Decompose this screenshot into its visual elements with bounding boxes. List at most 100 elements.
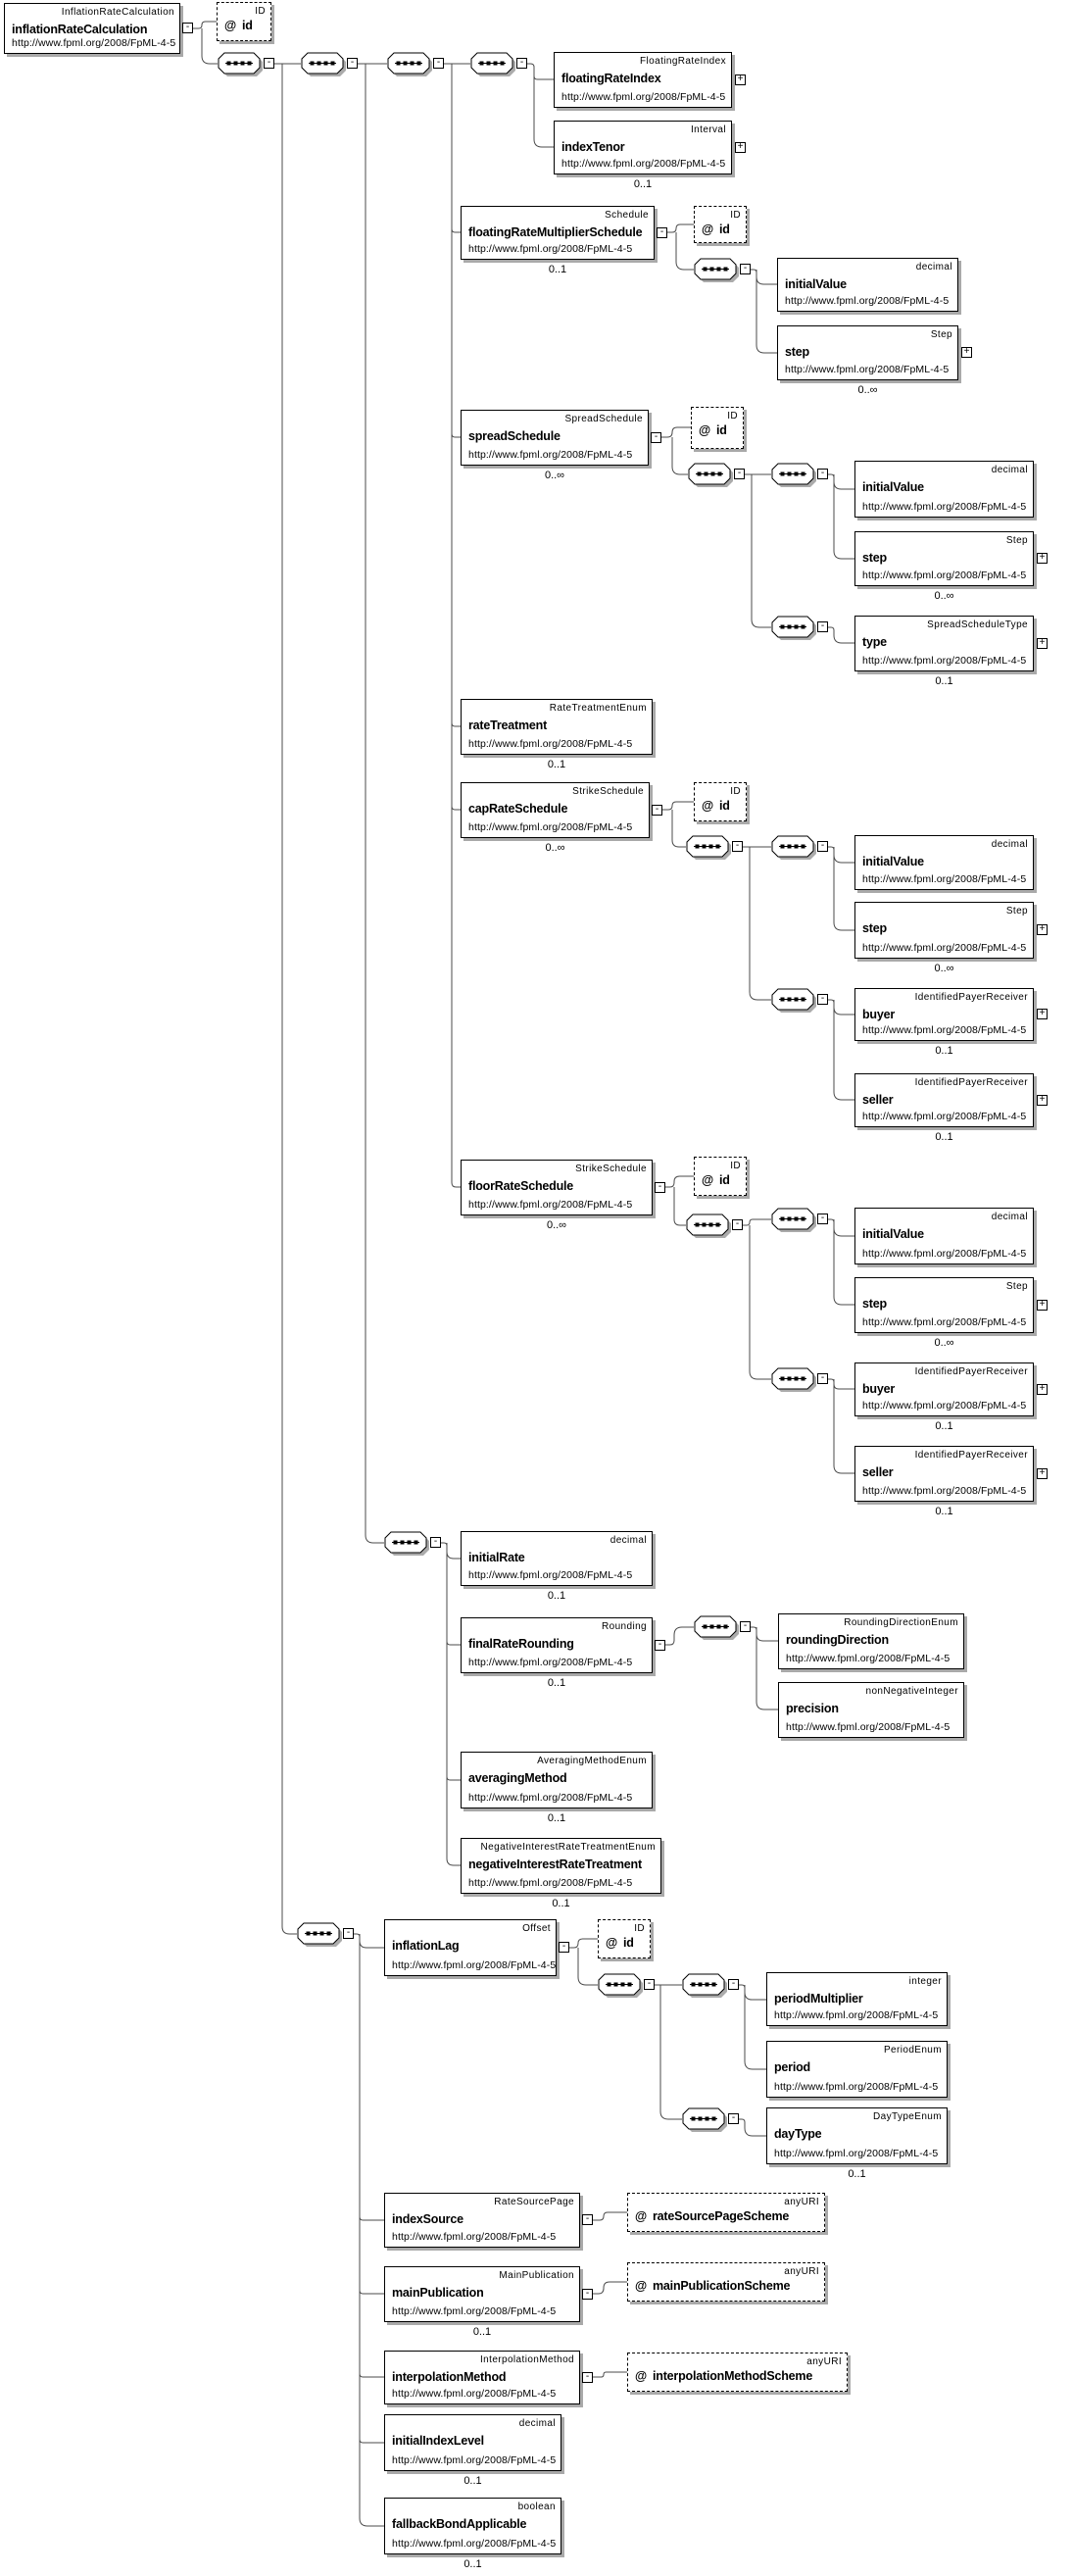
sequence-icon xyxy=(771,1367,820,1401)
sequence-icon xyxy=(688,463,737,496)
collapse-icon[interactable]: - xyxy=(817,1373,828,1384)
attribute-name: @interpolationMethodScheme xyxy=(635,2369,812,2383)
type-label: anyURI xyxy=(784,2266,819,2277)
collapse-icon[interactable]: - xyxy=(732,841,743,852)
attribute-at-icon: @ xyxy=(635,2279,647,2293)
collapse-icon[interactable]: - xyxy=(559,1942,569,1953)
collapse-icon[interactable]: - xyxy=(734,469,745,479)
namespace-url: http://www.fpml.org/2008/FpML-4-5 xyxy=(392,2388,557,2400)
type-label: Step xyxy=(1005,906,1028,916)
collapse-icon[interactable]: - xyxy=(655,1182,665,1193)
expand-icon[interactable]: + xyxy=(1037,1009,1048,1019)
collapse-icon[interactable]: - xyxy=(644,1979,655,1990)
attribute-name: @rateSourcePageScheme xyxy=(635,2209,789,2223)
namespace-url: http://www.fpml.org/2008/FpML-4-5 xyxy=(392,2231,557,2243)
namespace-url: http://www.fpml.org/2008/FpML-4-5 xyxy=(392,2305,557,2317)
collapse-icon[interactable]: - xyxy=(655,1640,665,1651)
sequence-icon xyxy=(384,1531,433,1564)
attribute-name: @id xyxy=(606,1936,634,1950)
attribute-name: @ mainPublicationScheme xyxy=(635,2279,790,2293)
type-label: DayTypeEnum xyxy=(873,2111,942,2122)
type-label: decimal xyxy=(991,1212,1028,1222)
cardinality-label: 0..1 xyxy=(935,675,953,687)
namespace-url: http://www.fpml.org/2008/FpML-4-5 xyxy=(468,1569,633,1581)
expand-icon[interactable]: + xyxy=(1037,553,1048,564)
collapse-icon[interactable]: - xyxy=(817,994,828,1005)
cardinality-label: 0..1 xyxy=(633,178,653,190)
sequence-icon xyxy=(297,1922,346,1956)
sequence-icon xyxy=(694,258,743,291)
element-name: rateTreatment xyxy=(468,718,548,732)
collapse-icon[interactable]: - xyxy=(582,2214,593,2225)
element-name: initialValue xyxy=(785,277,847,291)
expand-icon[interactable]: + xyxy=(1037,1095,1048,1106)
expand-icon[interactable]: + xyxy=(1037,1468,1048,1479)
element-name: initialValue xyxy=(862,480,924,494)
element-name: finalRateRounding xyxy=(468,1637,574,1651)
collapse-icon[interactable]: - xyxy=(516,58,527,69)
collapse-icon[interactable]: - xyxy=(343,1928,354,1939)
expand-icon[interactable]: + xyxy=(1037,1384,1048,1395)
expand-icon[interactable]: + xyxy=(1037,924,1048,935)
collapse-icon[interactable]: - xyxy=(728,2113,739,2124)
element-name: periodMultiplier xyxy=(774,1992,863,2006)
collapse-icon[interactable]: - xyxy=(652,805,662,816)
sequence-icon xyxy=(686,1214,735,1247)
element-name: seller xyxy=(862,1465,894,1479)
collapse-icon[interactable]: - xyxy=(817,841,828,852)
type-label: anyURI xyxy=(784,2197,819,2207)
collapse-icon[interactable]: - xyxy=(657,227,667,238)
type-label: decimal xyxy=(991,465,1028,475)
type-label: PeriodEnum xyxy=(883,2045,942,2056)
cardinality-label: 0..∞ xyxy=(934,963,954,974)
element-name: dayType xyxy=(774,2127,822,2141)
type-label: Offset xyxy=(522,1923,551,1934)
collapse-icon[interactable]: - xyxy=(433,58,444,69)
collapse-icon[interactable]: - xyxy=(817,469,828,479)
element-name: mainPublication xyxy=(392,2286,484,2300)
element-name: precision xyxy=(786,1702,839,1715)
attribute-at-icon: @ xyxy=(699,423,710,437)
attribute-id-box: ID@id xyxy=(694,1157,747,1196)
namespace-url: http://www.fpml.org/2008/FpML-4-5 xyxy=(468,821,633,833)
collapse-icon[interactable]: - xyxy=(582,2289,593,2300)
collapse-icon[interactable]: - xyxy=(347,58,358,69)
collapse-icon[interactable]: - xyxy=(740,264,751,274)
collapse-icon[interactable]: - xyxy=(430,1537,441,1548)
element-name: initialIndexLevel xyxy=(392,2434,484,2448)
collapse-icon[interactable]: - xyxy=(817,1214,828,1224)
element-name: type xyxy=(862,635,887,649)
namespace-url: http://www.fpml.org/2008/FpML-4-5 xyxy=(468,449,633,461)
expand-icon[interactable]: + xyxy=(1037,1300,1048,1311)
expand-icon[interactable]: + xyxy=(735,142,746,153)
expand-icon[interactable]: + xyxy=(1037,638,1048,649)
namespace-url: http://www.fpml.org/2008/FpML-4-5 xyxy=(862,1316,1027,1328)
collapse-icon[interactable]: - xyxy=(651,432,661,443)
collapse-icon[interactable]: - xyxy=(817,621,828,632)
namespace-url: http://www.fpml.org/2008/FpML-4-5 xyxy=(392,2454,557,2466)
collapse-icon[interactable]: - xyxy=(728,1979,739,1990)
collapse-icon[interactable]: - xyxy=(732,1219,743,1230)
collapse-icon[interactable]: - xyxy=(264,58,274,69)
collapse-icon[interactable]: - xyxy=(582,2372,593,2383)
collapse-icon[interactable]: - xyxy=(182,23,193,33)
collapse-icon[interactable]: - xyxy=(740,1621,751,1632)
element-name: spreadSchedule xyxy=(468,429,561,443)
namespace-url: http://www.fpml.org/2008/FpML-4-5 xyxy=(468,1199,633,1211)
type-label: decimal xyxy=(610,1535,647,1546)
namespace-url: http://www.fpml.org/2008/FpML-4-5 xyxy=(785,295,950,307)
type-label: ID xyxy=(634,1923,645,1934)
expand-icon[interactable]: + xyxy=(961,347,972,358)
type-label: NegativeInterestRateTreatmentEnum xyxy=(480,1842,656,1853)
attribute-name-text: mainPublicationScheme xyxy=(653,2279,791,2293)
expand-icon[interactable]: + xyxy=(735,74,746,85)
